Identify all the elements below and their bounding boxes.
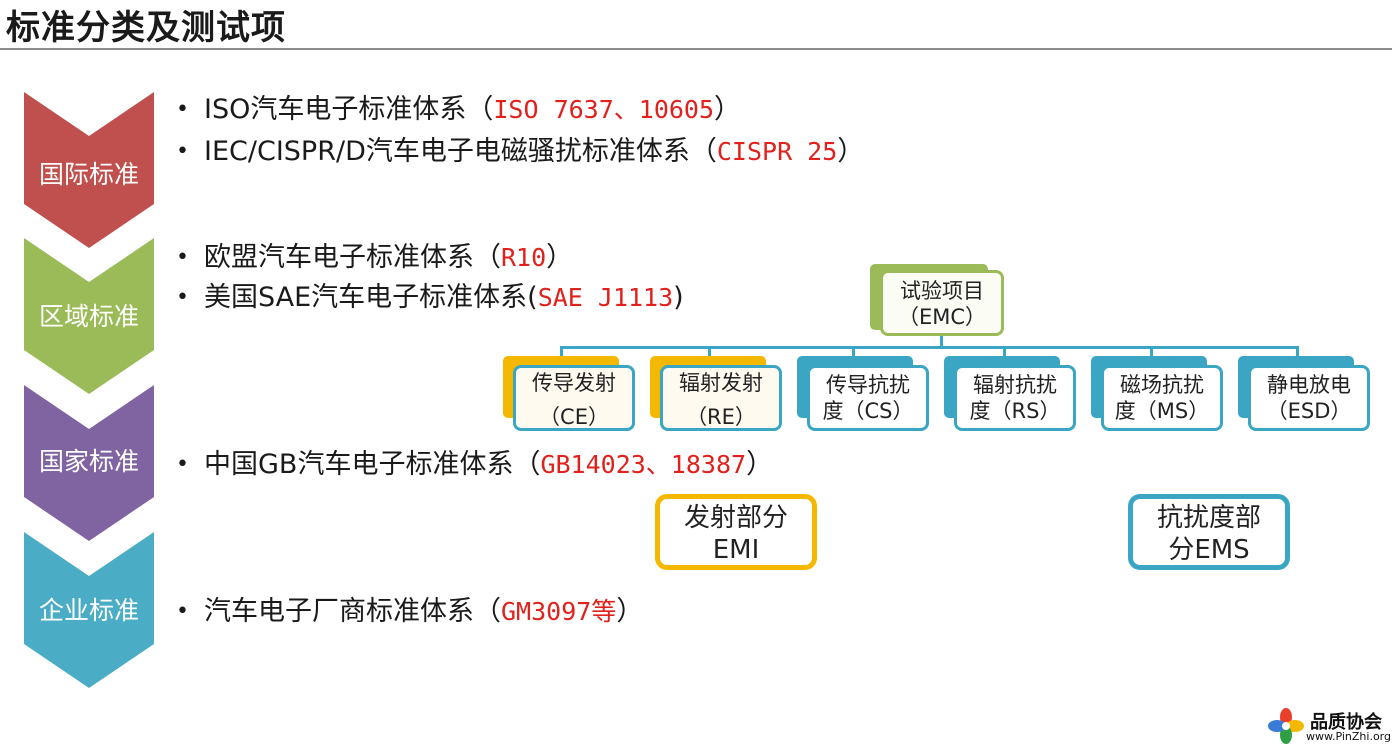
bullet-dot: •: [176, 599, 189, 624]
bullet-tail: ）: [837, 136, 865, 167]
bullet-oem: • 汽车电子厂商标准体系（GM3097等）: [176, 595, 643, 629]
node-line: 度（CS）: [822, 399, 914, 423]
bullet-highlight: ISO 7637、10605: [493, 95, 715, 124]
connector-drop: [1150, 346, 1153, 360]
bullet-tail: ）: [714, 94, 742, 125]
connector-drop: [708, 346, 711, 360]
flower-logo-icon: [1268, 708, 1304, 744]
bullet-text: 美国SAE汽车电子标准体系(: [204, 282, 538, 313]
connector-bar: [560, 346, 1298, 349]
connector-drop: [1003, 346, 1006, 360]
root-node: 试验项目 （EMC）: [880, 270, 1004, 336]
bullet-tail: ）: [616, 596, 644, 627]
node-line: 度（MS）: [1114, 399, 1210, 423]
node-line: 传导发射: [532, 371, 616, 395]
group-line: 抗扰度部: [1156, 503, 1261, 533]
chevron-label: 区域标准: [38, 302, 139, 331]
chevron-national: 国家标准: [24, 385, 154, 545]
bullet-iso: • ISO汽车电子标准体系（ISO 7637、10605）: [176, 93, 741, 127]
bullet-dot: •: [176, 285, 189, 310]
bullet-cispr: • IEC/CISPR/D汽车电子电磁骚扰标准体系（CISPR 25）: [176, 135, 864, 169]
group-ems: 抗扰度部 分EMS: [1128, 494, 1290, 570]
bullet-highlight: CISPR 25: [716, 137, 838, 166]
bullet-tail: ）: [546, 242, 574, 273]
connector-root: [940, 336, 943, 348]
node-ms: 磁场抗扰 度（MS）: [1101, 365, 1223, 431]
node-line: 传导抗扰: [826, 373, 910, 397]
bullet-dot: •: [176, 139, 189, 164]
logo-url: www.PinZhi.org: [1306, 730, 1391, 743]
title-divider: [0, 48, 1392, 50]
bullet-dot: •: [176, 245, 189, 270]
site-logo[interactable]: 品质协会 www.PinZhi.org: [1268, 708, 1391, 744]
bullet-highlight: R10: [501, 243, 547, 272]
node-re: 辐射发射 （RE）: [660, 365, 782, 431]
group-line: 发射部分: [683, 503, 788, 533]
bullet-dot: •: [176, 452, 189, 477]
node-line: 辐射抗扰: [973, 373, 1057, 397]
bullet-dot: •: [176, 97, 189, 122]
chevron-enterprise: 企业标准: [24, 532, 154, 692]
node-line: 磁场抗扰: [1120, 373, 1204, 397]
node-line: 辐射发射: [679, 371, 763, 395]
node-ce: 传导发射 （CE）: [513, 365, 635, 431]
node-esd: 静电放电 （ESD）: [1248, 365, 1370, 431]
chevron-international: 国际标准: [24, 92, 154, 252]
chevron-label: 企业标准: [38, 596, 139, 625]
page-title: 标准分类及测试项: [6, 8, 286, 48]
bullet-text: ISO汽车电子标准体系（: [204, 94, 494, 125]
bullet-text: 欧盟汽车电子标准体系（: [204, 242, 501, 273]
node-line: （CE）: [539, 405, 609, 429]
node-line: （RE）: [686, 405, 756, 429]
group-line: 分EMS: [1168, 535, 1250, 565]
bullet-sae: • 美国SAE汽车电子标准体系(SAE J1113): [176, 281, 684, 315]
group-line: EMI: [712, 535, 760, 565]
chevron-regional: 区域标准: [24, 238, 154, 398]
bullet-eu: • 欧盟汽车电子标准体系（R10）: [176, 241, 573, 275]
node-line: 试验项目: [900, 279, 984, 303]
connector-drop: [560, 346, 563, 360]
bullet-highlight: GB14023、18387: [540, 450, 747, 479]
bullet-text: IEC/CISPR/D汽车电子电磁骚扰标准体系（: [204, 136, 717, 167]
node-cs: 传导抗扰 度（CS）: [807, 365, 929, 431]
node-line: 静电放电: [1267, 373, 1351, 397]
node-line: （ESD）: [1266, 399, 1352, 423]
group-emi: 发射部分 EMI: [655, 494, 817, 570]
bullet-highlight: SAE J1113: [537, 283, 674, 312]
chevron-label: 国际标准: [38, 160, 139, 189]
node-rs: 辐射抗扰 度（RS）: [954, 365, 1076, 431]
connector-drop: [1296, 346, 1299, 360]
bullet-highlight: GM3097等: [501, 597, 617, 626]
connector-drop: [852, 346, 855, 360]
chevron-label: 国家标准: [38, 447, 139, 476]
bullet-gb: • 中国GB汽车电子标准体系（GB14023、18387）: [176, 448, 773, 482]
bullet-tail: ): [673, 282, 684, 313]
bullet-text: 汽车电子厂商标准体系（: [204, 596, 501, 627]
bullet-tail: ）: [746, 449, 774, 480]
bullet-text: 中国GB汽车电子标准体系（: [204, 449, 541, 480]
node-line: 度（RS）: [969, 399, 1061, 423]
node-line: （EMC）: [897, 305, 987, 329]
logo-name: 品质协会: [1310, 712, 1382, 733]
